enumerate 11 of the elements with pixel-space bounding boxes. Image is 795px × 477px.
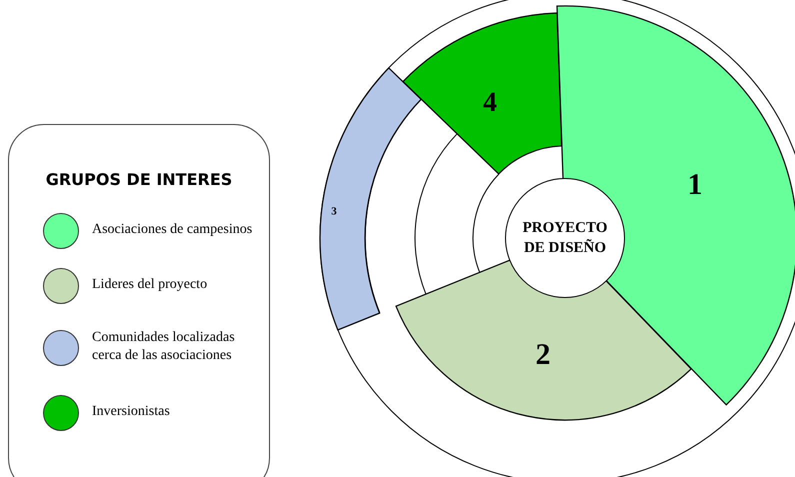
sector-number: 4 bbox=[482, 88, 497, 117]
legend-text: Lideres del proyecto bbox=[92, 276, 208, 294]
legend-text: Comunidades localizadas cerca de las asociaciones bbox=[92, 328, 236, 365]
sector-number: 1 bbox=[687, 170, 702, 200]
legend-text: Inversionistas bbox=[92, 402, 171, 421]
legend-text: Asociaciones de campesinos bbox=[92, 220, 254, 239]
sector-number: 2 bbox=[535, 340, 550, 370]
legend-panel bbox=[8, 124, 270, 477]
sector-number: 3 bbox=[331, 206, 337, 218]
center-label: PROYECTO DE DISEÑO bbox=[522, 218, 608, 258]
legend-heading: GRUPOS DE INTERES bbox=[44, 170, 234, 189]
